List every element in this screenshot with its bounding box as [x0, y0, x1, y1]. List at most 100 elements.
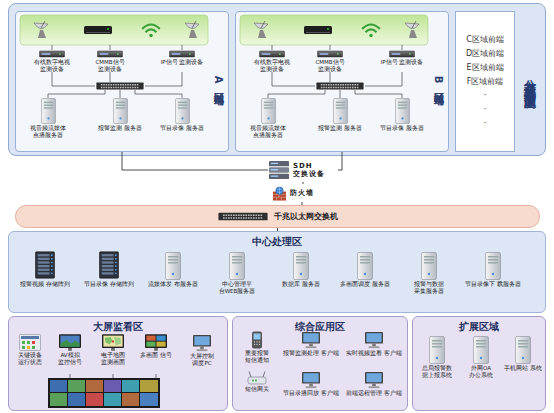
signal-strip [20, 15, 208, 45]
node-label: 报警监测处理 客户端 [283, 350, 339, 357]
server-unit-icon [165, 252, 181, 280]
monitor-device-icon [97, 51, 122, 57]
client-pc-icon [302, 332, 320, 348]
node-label: 外网OA 办公系统 [460, 365, 502, 378]
node-label: B区域前端 [431, 75, 445, 88]
node-label: CMMB信号 监测设备 [88, 59, 132, 72]
lan-wire [110, 45, 111, 50]
server-unit-icon [421, 252, 437, 280]
firewall: 防火墙 [272, 184, 332, 202]
signal-strip [20, 15, 208, 45]
server-unit-icon [485, 252, 501, 280]
node-label: IP信号 监测设备 [161, 59, 204, 66]
node-label: 流媒体发 布服务器 [148, 281, 198, 288]
node-label: 报警监测 服务器 [318, 125, 362, 132]
external-system-icon [474, 337, 489, 364]
ethernet-switch-band: 千兆以太网交换机 [15, 205, 540, 228]
node-label: 视音频流媒体 点播服务器 [242, 125, 294, 138]
display-source: 关键设备 运行状态 [12, 334, 48, 374]
display-source-icon [19, 334, 41, 351]
display-source-icon [102, 334, 124, 351]
monitor-device-icon [169, 50, 195, 58]
node-label: 中心处理区 [9, 235, 545, 249]
zone-list-box: C区域前端D区域前端E区域前端F区域前端··· [455, 11, 515, 152]
lan-wire [135, 90, 182, 98]
monitor-device-icon [259, 51, 284, 57]
video-wall [122, 380, 139, 392]
server-unit-icon [166, 253, 181, 280]
monitor-device: CMMB信号 监测设备 [88, 50, 132, 72]
lan-wire [110, 72, 111, 82]
network-link [302, 202, 303, 205]
video-wall [104, 380, 121, 392]
video-wall [104, 393, 121, 406]
zone-band: 大屏监看区关键设备 运行状态AV模拟 监控信号电子地图 监测画面多画面 信号大屏… [8, 316, 228, 411]
monitor-device-icon [169, 51, 194, 57]
server-unit-icon [395, 98, 409, 123]
monitor-device: IP信号 监测设备 [380, 50, 424, 72]
lan-wire [120, 90, 121, 98]
lan-switch [316, 82, 363, 89]
node-label: 节目录像 服务器 [380, 125, 424, 132]
node-label: 前端远程管理 客户端 [346, 390, 402, 397]
client-pc: 报警监测处理 客户端 [282, 331, 340, 369]
lan-wire [272, 72, 315, 86]
external-system-icon [516, 337, 531, 364]
monitor-device-icon [317, 50, 343, 58]
sms-phone-icon [251, 331, 263, 349]
server-unit-icon [395, 98, 410, 124]
sms-gateway-icon [248, 372, 266, 385]
node-label: SDH 交换设备 [293, 162, 338, 178]
signal-strip [84, 26, 112, 34]
signal-strip [240, 15, 428, 45]
lan-wire [182, 45, 183, 50]
node-label: 手机网站 系统 [504, 365, 542, 372]
zone-box: A区域前端有线数字电视 监测设备CMMB信号 监测设备IP信号 监测设备视音频流… [15, 11, 229, 152]
server-unit-icon [261, 98, 276, 124]
server-unit-icon [113, 98, 128, 124]
monitor-device: 有线数字电视 监测设备 [250, 50, 294, 72]
signal-strip [405, 21, 419, 38]
monitor-device-icon [39, 50, 65, 58]
lan-wire [365, 72, 402, 86]
video-wall [140, 380, 158, 392]
node-label: 节目录播回放 客户端 [283, 390, 339, 397]
client-pc: 前端远程管理 客户端 [344, 371, 404, 409]
zone-box: B区域前端 有线数字电视 监测设备 CMMB信号 监测设备 IP信号 监测设备视音频流… [235, 11, 449, 152]
client-pc-icon [365, 372, 383, 388]
server-unit-icon [175, 98, 189, 123]
node-label: 防火墙 [290, 189, 314, 197]
server-unit: 多画面调度 服务器 [337, 252, 393, 308]
external-system-icon [429, 336, 445, 364]
video-wall [68, 393, 85, 406]
display-source-icon [59, 334, 81, 351]
video-wall [122, 393, 139, 406]
node-label: IP信号 监测设备 [381, 59, 424, 66]
lan-wire [52, 45, 53, 50]
node-label: 分布式前端信号监测区 [521, 70, 538, 90]
server-unit-icon [113, 98, 127, 123]
node-label: 扩展区域 [413, 320, 545, 334]
client-pc-icon [300, 331, 322, 349]
video-wall [86, 380, 103, 392]
control-pc-icon [193, 335, 211, 351]
server-unit: 视音频流媒体 点播服务器 [242, 98, 294, 140]
monitor-device: CMMB信号 监测设备 [308, 50, 352, 72]
server-unit-icon [230, 253, 245, 280]
control-pc: 大屏控制 调度PC [180, 334, 224, 374]
lan-wire [52, 72, 95, 86]
lan-wire [113, 374, 114, 378]
video-wall [48, 378, 160, 408]
storage-array-icon [99, 250, 119, 280]
lan-wire [156, 374, 157, 378]
network-link [338, 152, 342, 170]
monitor-device-icon [39, 51, 64, 57]
monitor-device: 有线数字电视 监测设备 [30, 50, 74, 72]
signal-strip [240, 15, 428, 45]
node-label: 节目录像 存储阵列 [84, 281, 134, 288]
external-system: 外网OA 办公系统 [460, 336, 502, 386]
server-unit-icon [333, 98, 347, 123]
network-link [122, 152, 268, 170]
video-wall [140, 393, 158, 406]
server-unit: 数据库 服务器 [273, 252, 329, 308]
